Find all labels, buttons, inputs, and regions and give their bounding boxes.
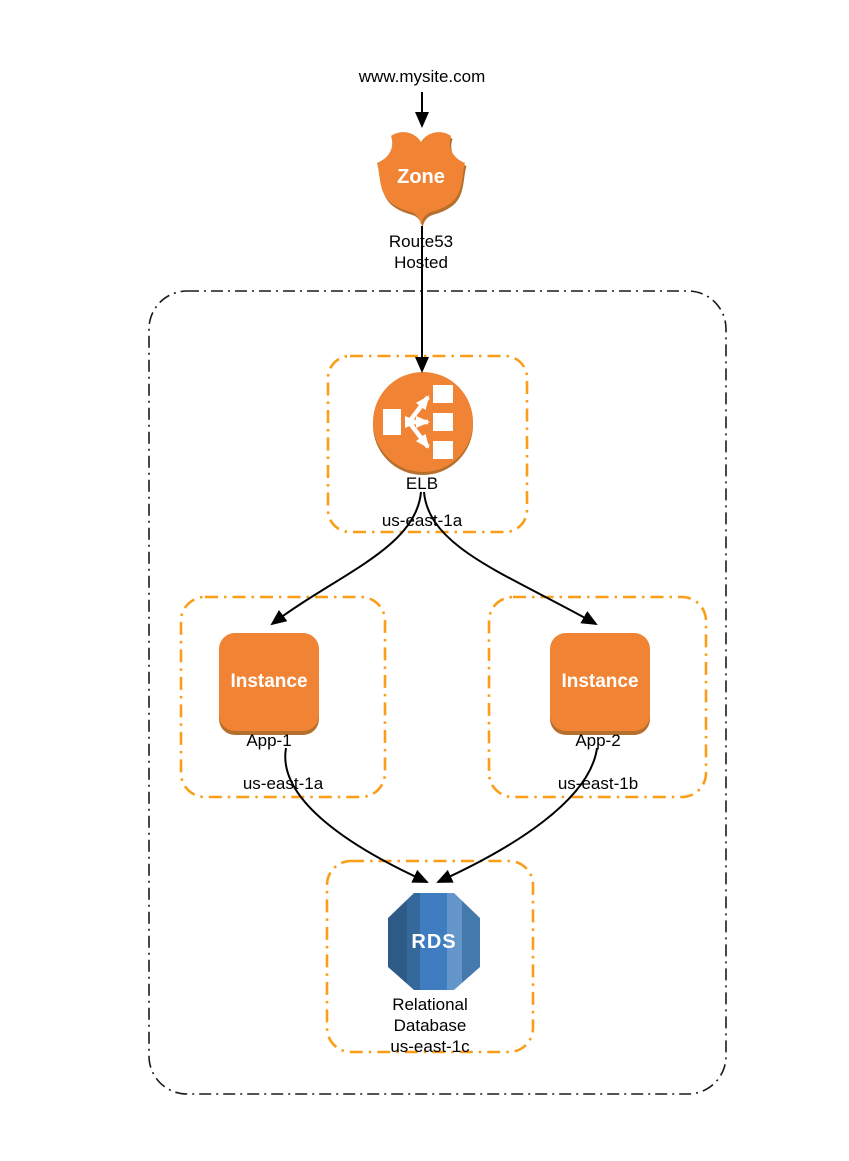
elb-source-node xyxy=(383,409,401,435)
app2-caption: App-2 xyxy=(575,731,621,750)
arrow-elb-to-app1 xyxy=(270,491,422,626)
route53-caption-line2: Hosted xyxy=(394,253,448,272)
rds-zone-label: us-east-1c xyxy=(390,1037,470,1056)
elb-zone-label: us-east-1a xyxy=(381,511,463,530)
elb-target-node-2 xyxy=(433,413,453,431)
rds-stripes xyxy=(388,893,480,990)
elb-target-node-3 xyxy=(433,441,453,459)
app1-zone-label: us-east-1a xyxy=(242,774,324,793)
region-boundary-box xyxy=(148,290,727,1095)
route53-caption: Route53 Hosted xyxy=(351,231,491,273)
app2-zone-label: us-east-1b xyxy=(557,774,639,793)
route53-shield-icon: Zone xyxy=(377,132,467,228)
elb-caption: ELB xyxy=(405,474,439,493)
app1-instance-icon: Instance xyxy=(219,633,319,731)
app2-zone-box xyxy=(487,595,708,799)
app2-instance-text: Instance xyxy=(561,671,639,692)
rds-caption: Relational Database us-east-1c xyxy=(360,994,500,1057)
dns-label: www.mysite.com xyxy=(358,67,486,86)
rds-icon: RDS xyxy=(388,893,480,990)
app1-instance-text: Instance xyxy=(230,671,308,692)
app1-caption: App-1 xyxy=(246,731,292,750)
arrow-elb-to-app2 xyxy=(423,491,598,625)
rds-text: RDS xyxy=(411,931,456,953)
elb-zone-box xyxy=(326,354,529,534)
app1-zone-box xyxy=(179,595,387,799)
arrow-app2-to-rds xyxy=(436,747,598,883)
elb-fanout-lines xyxy=(405,395,430,449)
rds-zone-box xyxy=(325,859,535,1054)
elb-icon xyxy=(373,372,473,475)
arrow-app1-to-rds xyxy=(284,747,429,883)
app2-instance-icon: Instance xyxy=(550,633,650,731)
shield-body xyxy=(377,132,465,225)
shield-text: Zone xyxy=(397,166,445,188)
rds-caption-line2: Database xyxy=(393,1016,467,1035)
rds-caption-line1: Relational xyxy=(392,995,468,1014)
elb-target-node-1 xyxy=(433,385,453,403)
route53-caption-line1: Route53 xyxy=(388,232,454,251)
